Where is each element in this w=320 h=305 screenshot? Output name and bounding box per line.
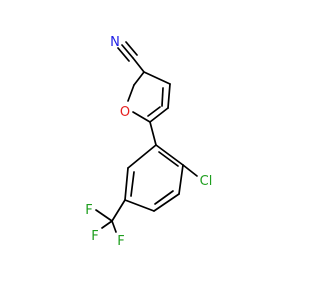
phenyl-bond-2 — [178, 164, 184, 195]
phenyl-bond-6 — [127, 144, 157, 169]
nitrile-bond-2 — [125, 41, 138, 56]
furan-bond-c2-c3 — [143, 71, 171, 85]
furan-bond-c4-c5-inner — [147, 106, 161, 117]
phenyl-bond-4 — [124, 199, 155, 212]
nitrile-bond-1 — [121, 44, 134, 59]
nitrile-to-furan-bond — [132, 57, 145, 73]
nitrile-bond-3 — [117, 47, 130, 62]
furan-to-phenyl-bond — [149, 121, 157, 146]
phenyl-bond-3 — [153, 193, 180, 212]
cf-bond-1 — [95, 209, 113, 222]
molecule-canvas: N O Cl F F F — [85, 35, 213, 249]
chloro-bond — [182, 164, 198, 177]
furan-bond-c2-c2b — [133, 71, 145, 86]
chlorine-atom-label: Cl — [200, 174, 213, 189]
nitrogen-atom-label: N — [110, 35, 120, 50]
furan-bond-c4-c5 — [149, 107, 169, 123]
phenyl-bond-1-inner — [158, 151, 179, 167]
oxygen-atom-label: O — [120, 105, 130, 120]
molecule-structure: N O Cl F F F — [85, 35, 213, 249]
fluorine-atom-label-3: F — [117, 234, 124, 249]
phenyl-bond-1 — [155, 144, 184, 166]
cf-bond-2 — [101, 220, 113, 229]
fluorine-atom-label-1: F — [85, 203, 92, 218]
furan-bond-c5-o — [132, 111, 151, 123]
furan-bond-c3-c4-inner — [161, 87, 164, 107]
cf3-bond — [111, 199, 126, 222]
cf-bond-3 — [111, 220, 117, 233]
phenyl-bond-5 — [124, 167, 129, 201]
phenyl-bond-3-inner — [154, 190, 174, 205]
phenyl-bond-5-inner — [130, 171, 135, 197]
furan-bond-c3-c4 — [167, 83, 171, 109]
furan-bond-o-c2 — [127, 84, 135, 102]
bonds — [95, 41, 198, 233]
fluorine-atom-label-2: F — [91, 229, 98, 244]
